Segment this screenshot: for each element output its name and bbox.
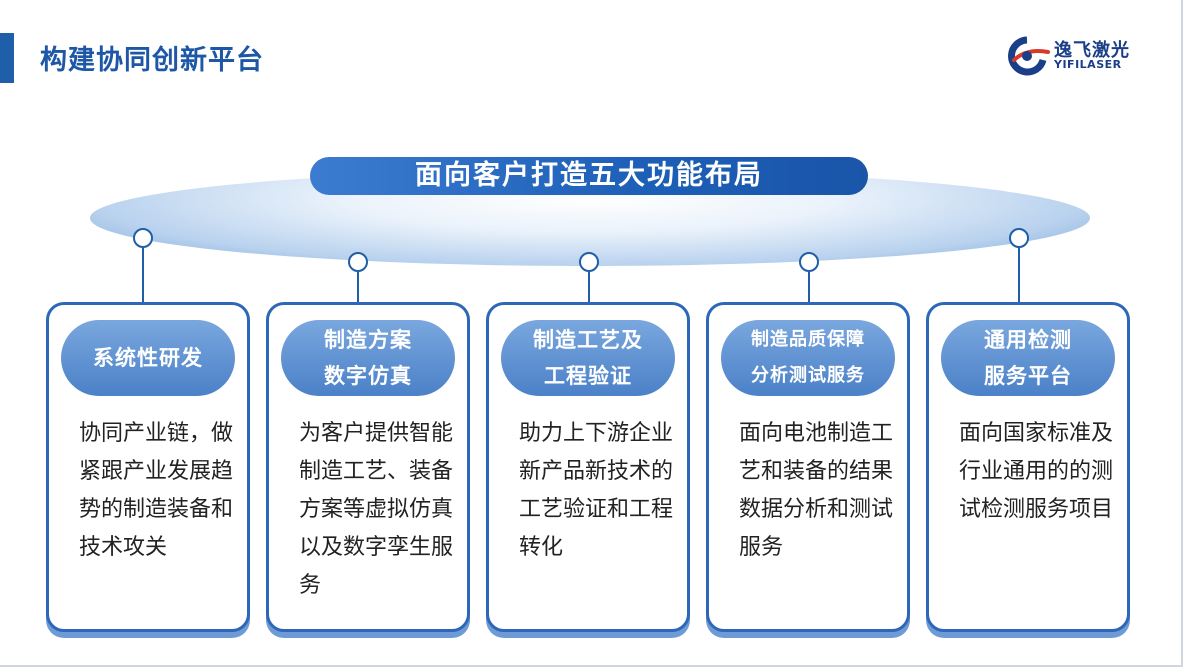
connector-line: [142, 248, 144, 304]
card-title: 制造工艺及工程验证: [501, 320, 675, 396]
card-title: 制造方案数字仿真: [281, 320, 455, 396]
company-logo: 逸飞激光 YIFILASER: [1004, 34, 1144, 78]
logo-mark-icon: [1008, 36, 1050, 76]
card-description: 面向国家标准及行业通用的的测试检测服务项目: [959, 421, 1114, 522]
card-title-line: 制造品质保障: [751, 329, 865, 350]
card-title-line: 数字仿真: [324, 364, 412, 388]
connector-line: [1018, 248, 1020, 304]
function-card-4: 制造品质保障分析测试服务 面向电池制造工艺和装备的结果数据分析和测试服务: [706, 302, 910, 632]
card-title-line: 分析测试服务: [751, 365, 865, 386]
connector-line: [588, 272, 590, 304]
card-description: 协同产业链，做紧跟产业发展趋势的制造装备和技术攻关: [79, 421, 234, 560]
card-title-line: 制造方案: [324, 328, 412, 352]
card-title: 系统性研发: [61, 320, 235, 396]
logo-text-cn: 逸飞激光: [1054, 40, 1130, 61]
connector-line: [357, 272, 359, 304]
function-card-1: 系统性研发 协同产业链，做紧跟产业发展趋势的制造装备和技术攻关: [46, 302, 250, 632]
function-card-3: 制造工艺及工程验证 助力上下游企业新产品新技术的工艺验证和工程转化: [486, 302, 690, 632]
card-title: 通用检测服务平台: [941, 320, 1115, 396]
connector-node: [348, 252, 368, 272]
card-description: 为客户提供智能制造工艺、装备方案等虚拟仿真以及数字孪生服务: [299, 421, 454, 598]
connector-node: [133, 228, 153, 248]
page-title: 构建协同创新平台: [40, 45, 264, 76]
card-title-line: 工程验证: [544, 364, 632, 388]
function-banner: 面向客户打造五大功能布局: [310, 157, 868, 195]
connector-node: [799, 252, 819, 272]
function-card-2: 制造方案数字仿真 为客户提供智能制造工艺、装备方案等虚拟仿真以及数字孪生服务: [266, 302, 470, 632]
logo-text-en: YIFILASER: [1054, 58, 1122, 71]
card-title-line: 系统性研发: [93, 346, 203, 370]
connector-node: [579, 252, 599, 272]
card-title-line: 制造工艺及: [533, 328, 643, 352]
card-description: 面向电池制造工艺和装备的结果数据分析和测试服务: [739, 421, 894, 560]
card-title: 制造品质保障分析测试服务: [721, 320, 895, 396]
title-accent-bar: [0, 33, 14, 83]
card-description: 助力上下游企业新产品新技术的工艺验证和工程转化: [519, 421, 674, 560]
connector-line: [808, 272, 810, 304]
function-card-5: 通用检测服务平台 面向国家标准及行业通用的的测试检测服务项目: [926, 302, 1130, 632]
card-title-line: 服务平台: [984, 364, 1072, 388]
connector-node: [1009, 228, 1029, 248]
card-title-line: 通用检测: [984, 328, 1072, 352]
